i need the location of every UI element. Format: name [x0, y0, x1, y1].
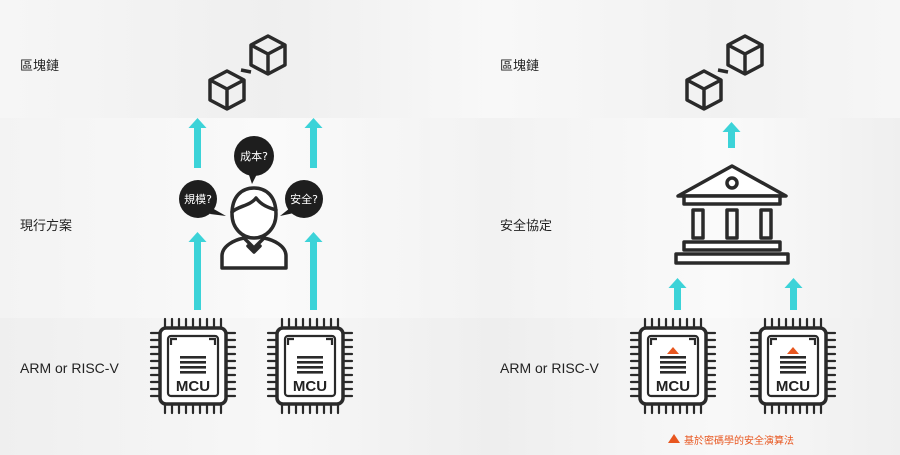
left-mcu-chip-1-label: MCU [176, 378, 210, 395]
bubble-cost-text: 成本? [240, 149, 268, 163]
left-label-hardware: ARM or RISC-V [20, 360, 119, 376]
left-label-blockchain: 區塊鏈 [20, 59, 60, 74]
left-mcu-chip-1: MCU [149, 317, 237, 415]
right-arrow-bottom-1 [668, 278, 687, 310]
band-blockchain [0, 0, 900, 118]
left-arrow-top-1 [188, 118, 207, 168]
right-label-hardware: ARM or RISC-V [500, 360, 599, 376]
right-label-blockchain: 區塊鏈 [500, 59, 540, 74]
left-mcu-chip-2-label: MCU [293, 378, 327, 395]
right-blockchain-icon [685, 34, 764, 111]
legend-note: 基於密碼學的安全演算法 [684, 436, 794, 447]
right-label-security-protocol: 安全協定 [500, 219, 553, 234]
left-label-current-solution: 現行方案 [20, 219, 73, 234]
left-blockchain-icon [208, 34, 287, 111]
left-arrow-top-2 [304, 118, 323, 168]
legend-marker-icon [668, 434, 680, 443]
bubble-scale-text: 規模? [184, 192, 212, 206]
institution-icon [674, 164, 790, 265]
right-mcu-chip-1: MCU [629, 317, 717, 415]
right-mcu-chip-2-label: MCU [776, 378, 810, 395]
bubble-security: 安全? [280, 180, 323, 218]
left-arrow-bottom-1 [188, 232, 207, 310]
right-arrow-bottom-2 [784, 278, 803, 310]
bubble-security-text: 安全? [290, 192, 318, 206]
bubble-scale: 規模? [179, 180, 226, 218]
right-arrow-top [722, 122, 741, 148]
left-arrow-bottom-2 [304, 232, 323, 310]
left-mcu-chip-2: MCU [266, 317, 354, 415]
bubble-cost: 成本? [234, 136, 274, 184]
right-mcu-chip-1-label: MCU [656, 378, 690, 395]
band-hardware [0, 318, 900, 455]
person-icon [220, 186, 288, 270]
right-mcu-chip-2: MCU [749, 317, 837, 415]
band-solution [0, 118, 900, 318]
